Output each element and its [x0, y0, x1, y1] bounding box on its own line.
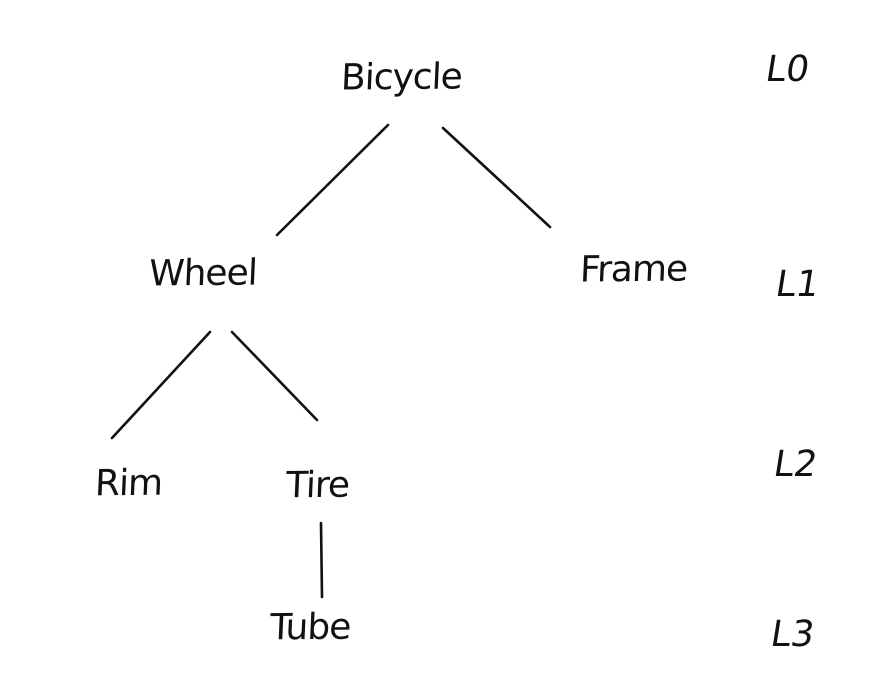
edge-wheel-rim — [110, 330, 212, 440]
level-label-l0: L0 — [762, 49, 813, 90]
level-label-l3: L3 — [767, 614, 818, 655]
level-label-l2: L2 — [770, 444, 821, 485]
level-label-l1: L1 — [772, 264, 823, 305]
edge-bicycle-frame — [441, 126, 552, 229]
edge-wheel-tire — [230, 330, 319, 422]
edge-bicycle-wheel — [275, 123, 390, 237]
edge-tire-tube — [319, 521, 324, 599]
node-wheel: Wheel — [148, 252, 258, 295]
node-tire: Tire — [285, 464, 350, 507]
node-frame: Frame — [579, 248, 689, 291]
node-rim: Rim — [94, 462, 164, 505]
node-tube: Tube — [269, 606, 352, 649]
node-bicycle: Bicycle — [340, 56, 463, 99]
